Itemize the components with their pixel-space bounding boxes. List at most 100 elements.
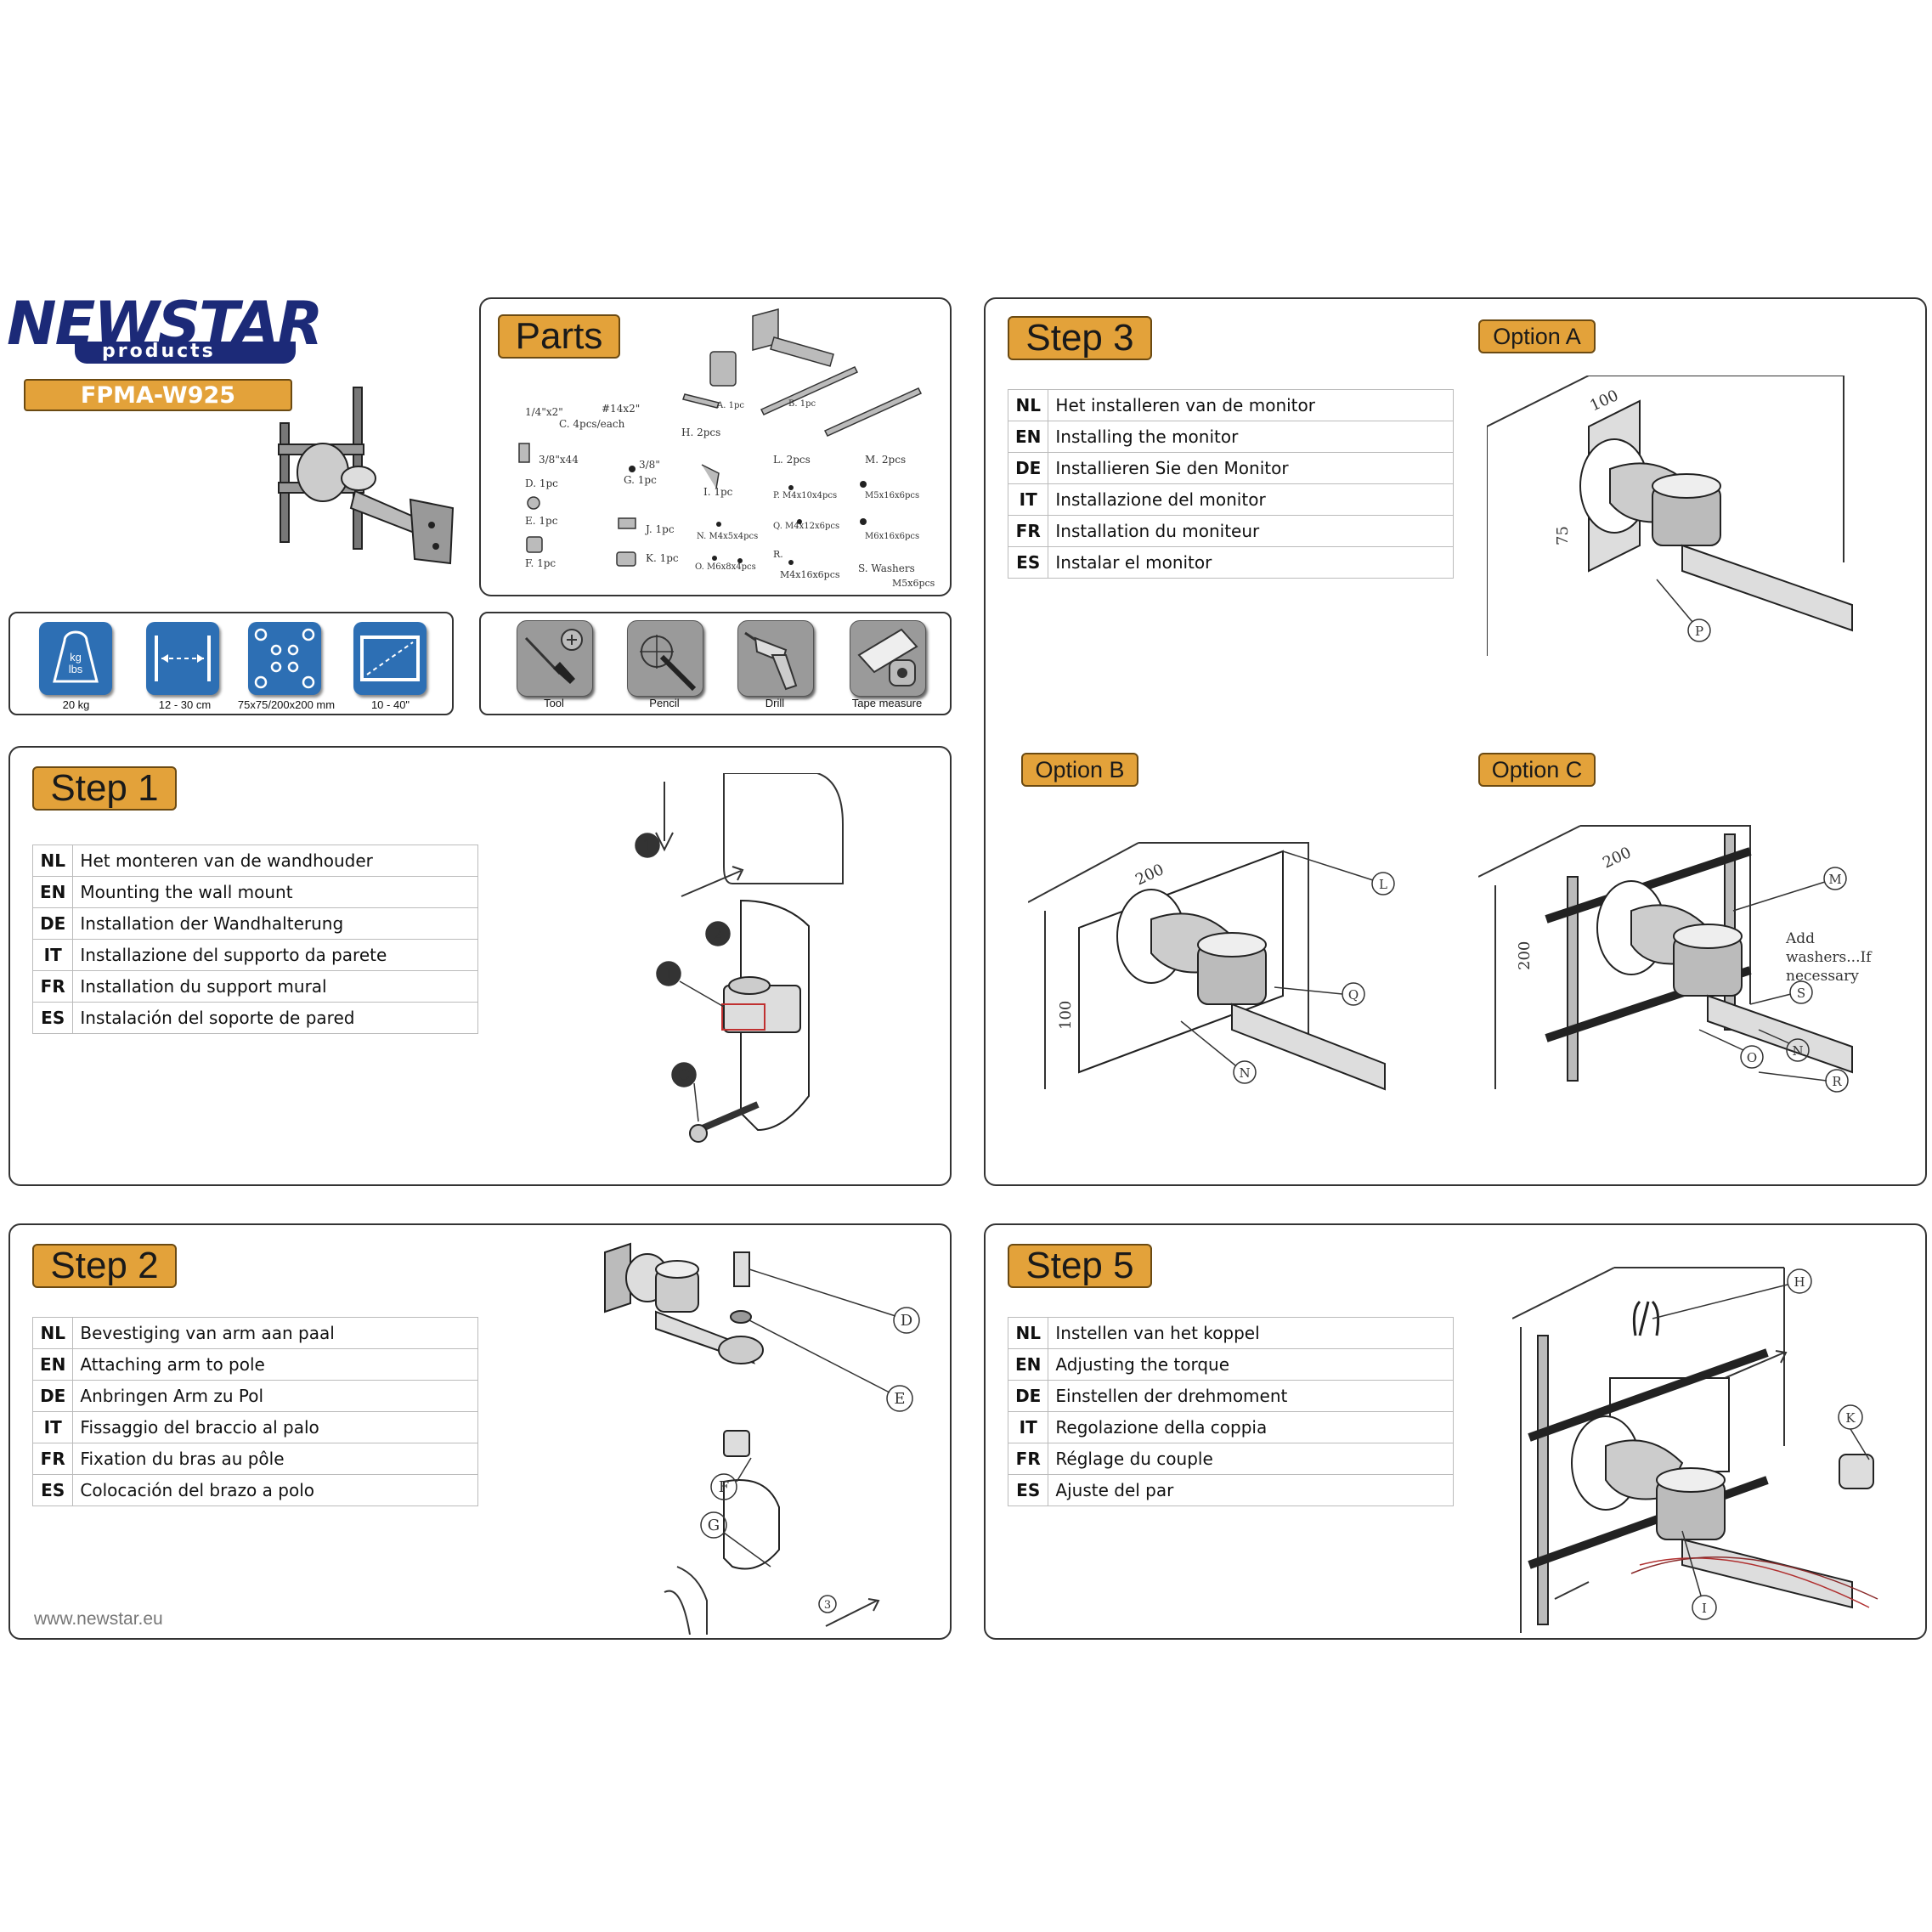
option-c-diagram: 200 200 Add washers...If necessary M S N… [1478, 825, 1873, 1093]
part-g: G. 1pc [624, 474, 657, 486]
washers-note-1: Add [1785, 930, 1815, 947]
website-url[interactable]: www.newstar.eu [34, 1609, 163, 1629]
part-l: L. 2pcs [773, 454, 811, 466]
callout-m: M [1828, 872, 1841, 887]
step5-title: Step 5 [1008, 1244, 1152, 1288]
callout-q: Q [1348, 987, 1359, 1003]
part-q: Q. M4x12x6pcs [773, 522, 840, 531]
distance-icon [146, 622, 219, 695]
spec-label-weight: 20 kg [62, 698, 90, 711]
option-c-title: Option C [1478, 753, 1596, 787]
pencil-icon [627, 620, 703, 697]
part-n: N. M4x5x4pcs [697, 532, 759, 541]
model-number: FPMA-W925 [80, 381, 236, 409]
vesa-holes-icon [248, 622, 321, 695]
part-a: A. 1pc [717, 401, 744, 410]
dim-c-horizontal: 200 [1600, 844, 1634, 873]
part-e: E. 1pc [525, 515, 558, 527]
callout-l: L [1379, 877, 1387, 892]
specs-panel: kg lbs 20 kg 12 - 30 cm 75x75/200x200 mm… [8, 612, 454, 715]
washers-note-2: washers...If [1786, 949, 1873, 966]
spec-label-distance: 12 - 30 cm [158, 698, 212, 711]
callout-i: I [1702, 1601, 1707, 1616]
part-c: C. 4pcs/each [559, 418, 625, 430]
part-c-size1: 1/4"x2" [525, 406, 563, 418]
step5-diagram: H K I [1512, 1267, 1878, 1633]
step1-diagram: 1 2 J C [635, 773, 844, 1143]
parts-drawings [518, 308, 923, 567]
part-s: S. Washers [858, 562, 915, 574]
callout-f: F [719, 1478, 730, 1496]
part-s2: M5x6pcs [892, 578, 935, 589]
part-i: I. 1pc [703, 486, 733, 498]
part-p: P. M4x10x4pcs [773, 491, 838, 500]
dim-b-vertical: 100 [1057, 1001, 1075, 1030]
screwdriver-icon [517, 620, 593, 697]
logo-subtitle-bar: products [75, 341, 296, 364]
callout-g: G [708, 1517, 720, 1534]
callout-r: R [1832, 1074, 1842, 1089]
tools-panel: Tool Pencil Drill Tape measure [479, 612, 952, 715]
tape-measure-icon [850, 620, 926, 697]
parts-title: Parts [498, 314, 620, 359]
washers-note-3: necessary [1786, 968, 1859, 985]
step3-title: Step 3 [1008, 316, 1152, 360]
part-o: O. M6x8x4pcs [695, 562, 756, 572]
parts-panel: Parts A. 1pc B. 1pc 1/4"x2" #14x2" C. 4p… [479, 297, 952, 596]
screen-size-icon [353, 622, 427, 695]
option-a-diagram: 100 75 P [1487, 376, 1853, 656]
part-g-size: 3/8" [639, 459, 660, 471]
brand-logo: NEWSTAR products [7, 289, 323, 365]
step2-title: Step 2 [32, 1244, 177, 1288]
part-k: K. 1pc [646, 552, 679, 564]
callout-c: C [678, 1066, 690, 1084]
logo-subtitle: products [102, 341, 216, 362]
part-j: J. 1pc [646, 523, 675, 535]
part-c-size2: #14x2" [602, 403, 641, 415]
dim-a-horizontal: 100 [1587, 387, 1621, 415]
tool-label-screwdriver: Tool [544, 697, 564, 709]
callout-1: 1 [642, 837, 652, 855]
callout-d: D [901, 1312, 912, 1330]
option-b-title: Option B [1021, 753, 1138, 787]
callout-j: J [664, 965, 671, 983]
part-q2: M6x16x6pcs [865, 532, 920, 541]
callout-e: E [894, 1390, 905, 1408]
svg-text:lbs: lbs [69, 663, 83, 675]
callout-n-c: N [1792, 1043, 1803, 1059]
spec-label-screen: 10 - 40" [370, 698, 410, 711]
callout-2: 2 [713, 925, 722, 943]
part-r2: M4x16x6pcs [780, 569, 840, 580]
tool-label-drill: Drill [765, 697, 785, 709]
step2-diagram: D E F G 3 [604, 1242, 920, 1635]
callout-p: P [1695, 624, 1703, 639]
model-badge: FPMA-W925 [24, 379, 292, 411]
spec-label-vesa: 75x75/200x200 mm [237, 698, 336, 711]
drill-icon [737, 620, 814, 697]
